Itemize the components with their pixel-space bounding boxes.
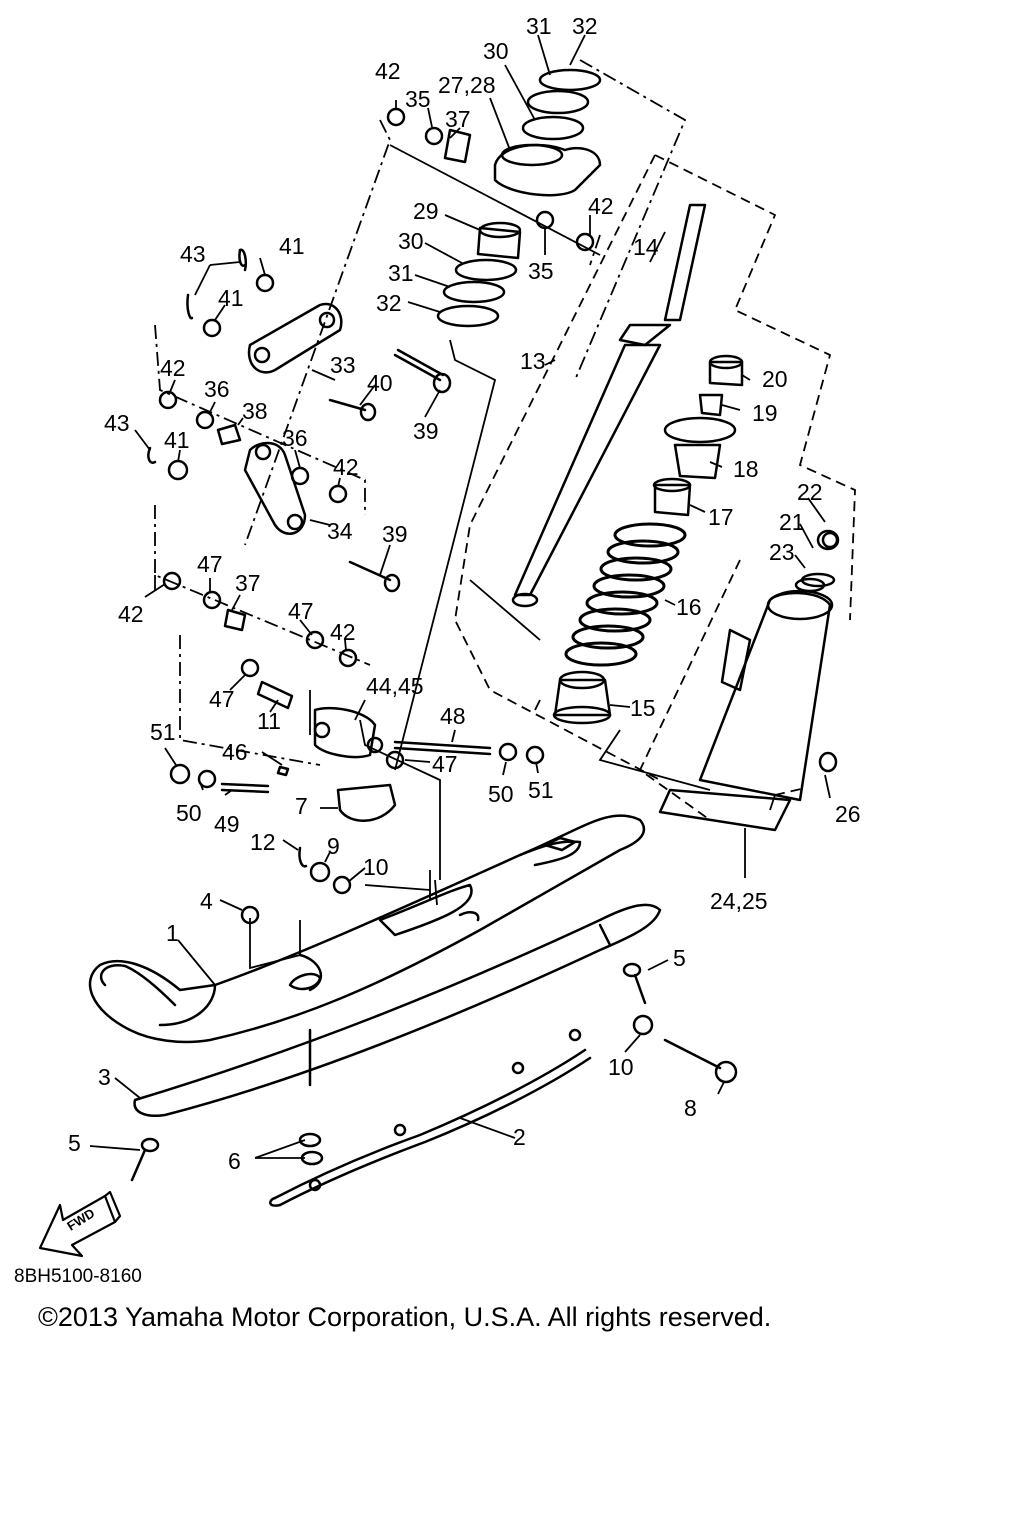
callout-27-28: 27,28 xyxy=(438,72,496,98)
callout-20: 20 xyxy=(762,366,788,392)
callout-37: 37 xyxy=(445,106,471,132)
callout-12: 12 xyxy=(250,829,276,855)
callout-30: 30 xyxy=(398,228,424,254)
callout-42: 42 xyxy=(118,601,144,627)
callout-2: 2 xyxy=(513,1124,526,1150)
spring-seats xyxy=(552,354,744,725)
callout-32: 32 xyxy=(572,13,598,39)
callout-32: 32 xyxy=(376,290,402,316)
callout-33: 33 xyxy=(330,352,356,378)
damper-tube xyxy=(511,203,707,608)
callout-5: 5 xyxy=(673,945,686,971)
callout-14: 14 xyxy=(633,234,659,260)
callout-40: 40 xyxy=(367,370,393,396)
callout-51: 51 xyxy=(150,719,176,745)
copyright-notice: ©2013 Yamaha Motor Corporation, U.S.A. A… xyxy=(38,1302,772,1332)
callout-10: 10 xyxy=(363,854,389,880)
callout-26: 26 xyxy=(835,801,861,827)
callout-43: 43 xyxy=(104,410,130,436)
bolts xyxy=(130,348,838,1182)
callout-15: 15 xyxy=(630,695,656,721)
callout-18: 18 xyxy=(733,456,759,482)
callout-13: 13 xyxy=(520,348,546,374)
callout-48: 48 xyxy=(440,703,466,729)
wear-bar xyxy=(269,1028,592,1207)
callout-1: 1 xyxy=(166,920,179,946)
callout-35: 35 xyxy=(528,258,554,284)
callout-34: 34 xyxy=(327,518,353,544)
callout-9: 9 xyxy=(327,833,340,859)
callout-37: 37 xyxy=(235,570,261,596)
callout-43: 43 xyxy=(180,241,206,267)
spring xyxy=(564,522,687,667)
linkage-arms xyxy=(243,302,384,759)
callout-47: 47 xyxy=(197,551,223,577)
callout-10: 10 xyxy=(608,1054,634,1080)
cotter-pins xyxy=(147,248,308,868)
callout-17: 17 xyxy=(708,504,734,530)
callout-31: 31 xyxy=(526,13,552,39)
callout-24-25: 24,25 xyxy=(710,888,768,914)
callout-31: 31 xyxy=(388,260,414,286)
callout-39: 39 xyxy=(382,521,408,547)
callout-22: 22 xyxy=(797,479,823,505)
callout-8: 8 xyxy=(684,1095,697,1121)
callout-5: 5 xyxy=(68,1130,81,1156)
callout-30: 30 xyxy=(483,38,509,64)
callout-42: 42 xyxy=(375,58,401,84)
callout-4: 4 xyxy=(200,888,213,914)
callout-21: 21 xyxy=(779,509,805,535)
shock-body xyxy=(658,529,840,832)
callout-49: 49 xyxy=(214,811,240,837)
callout-19: 19 xyxy=(752,400,778,426)
callout-36: 36 xyxy=(282,425,308,451)
callout-35: 35 xyxy=(405,86,431,112)
parts-diagram xyxy=(38,34,856,1258)
callout-47: 47 xyxy=(209,686,235,712)
callout-3: 3 xyxy=(98,1064,111,1090)
callout-51: 51 xyxy=(528,777,554,803)
callout-47: 47 xyxy=(288,598,314,624)
fwd-arrow xyxy=(38,1190,122,1258)
callout-50: 50 xyxy=(488,781,514,807)
callout-42: 42 xyxy=(333,454,359,480)
callout-6: 6 xyxy=(228,1148,241,1174)
callout-41: 41 xyxy=(279,233,305,259)
callout-7: 7 xyxy=(295,793,308,819)
callout-16: 16 xyxy=(676,594,702,620)
callout-46: 46 xyxy=(222,739,248,765)
callout-41: 41 xyxy=(164,427,190,453)
callout-47: 47 xyxy=(432,751,458,777)
callout-42: 42 xyxy=(330,619,356,645)
callout-29: 29 xyxy=(413,198,439,224)
callout-42: 42 xyxy=(588,193,614,219)
callout-42: 42 xyxy=(160,355,186,381)
drawing-code: 8BH5100-8160 xyxy=(14,1266,142,1287)
ski xyxy=(88,814,662,1117)
callout-38: 38 xyxy=(242,398,268,424)
callout-41: 41 xyxy=(218,285,244,311)
callout-44-45: 44,45 xyxy=(366,673,424,699)
callout-23: 23 xyxy=(769,539,795,565)
callout-11: 11 xyxy=(257,708,281,734)
upper-bracket xyxy=(436,68,602,328)
callout-39: 39 xyxy=(413,418,439,444)
callout-36: 36 xyxy=(204,376,230,402)
callout-50: 50 xyxy=(176,800,202,826)
